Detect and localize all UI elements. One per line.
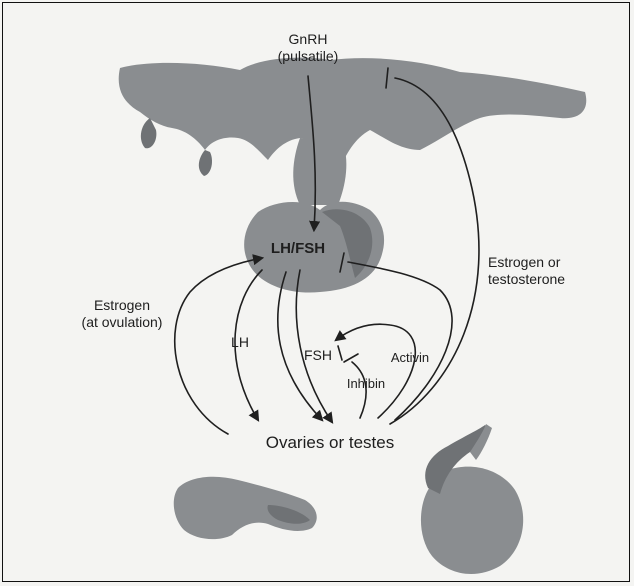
hypothalamus-fold-left [141, 118, 157, 148]
inhibit-bar-inhibin [344, 354, 358, 362]
label-testosterone: testosterone [488, 271, 565, 287]
arrow-steroid-feedback-pituitary [348, 262, 452, 420]
label-at-ovulation: (at ovulation) [82, 314, 163, 330]
inhibit-bar-fsh [338, 346, 342, 360]
label-estrogen-or: Estrogen or [488, 254, 561, 270]
ovary-shape [174, 477, 317, 539]
label-activin: Activin [391, 350, 429, 365]
label-inhibin: Inhibin [347, 376, 385, 391]
arrow-lhfsh-to-gonads-b [296, 270, 332, 422]
hypothalamus-fold-mid [199, 150, 212, 176]
pituitary-stalk [293, 138, 346, 205]
label-lh: LH [231, 334, 249, 350]
label-gnrh: GnRH [289, 31, 328, 47]
label-estrogen: Estrogen [94, 297, 150, 313]
arrow-activin [336, 324, 415, 418]
label-lh-fsh: LH/FSH [271, 240, 325, 257]
label-gnrh-pulsatile: (pulsatile) [278, 48, 339, 64]
label-fsh: FSH [304, 347, 332, 363]
hypothalamus-shape [119, 58, 587, 170]
label-gonads: Ovaries or testes [266, 433, 395, 452]
